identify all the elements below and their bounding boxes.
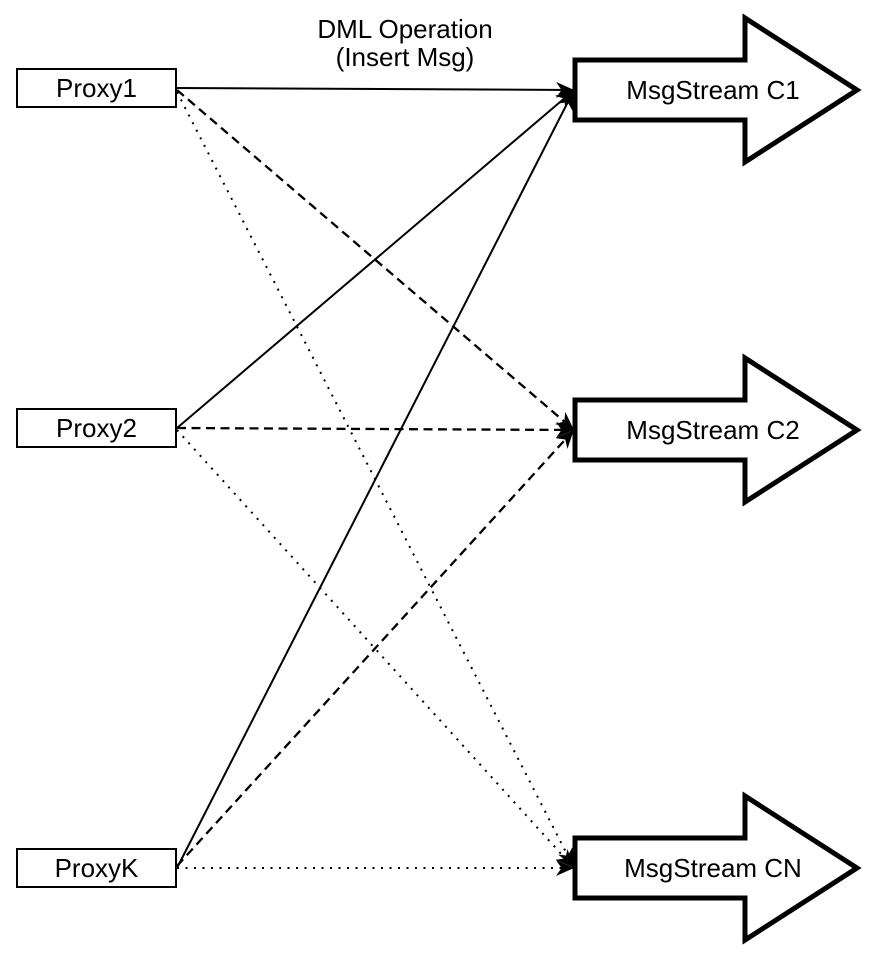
proxy2-label: Proxy2 (56, 412, 137, 443)
connector-proxy2-c1 (176, 90, 574, 429)
proxy2-node: Proxy2 (16, 408, 177, 448)
connector-proxyk-c1 (176, 91, 574, 869)
msgstream-cn-arrow (572, 791, 862, 945)
connector-proxy1-cn (176, 91, 574, 867)
dml-operation-annotation: DML Operation (Insert Msg) (255, 15, 555, 71)
proxy1-node: Proxy1 (16, 68, 177, 108)
msgstream-c1-arrow (572, 13, 862, 167)
msgstream-c2-arrow (572, 353, 862, 507)
proxyk-node: ProxyK (16, 848, 177, 888)
proxy1-label: Proxy1 (56, 72, 137, 103)
proxyk-label: ProxyK (54, 852, 139, 883)
connector-proxy2-c2 (176, 421, 574, 438)
connector-proxyk-c2 (176, 430, 574, 867)
connector-proxy1-c1 (176, 81, 574, 98)
annotation-line2: (Insert Msg) (335, 42, 475, 72)
annotation-line1: DML Operation (317, 14, 493, 44)
